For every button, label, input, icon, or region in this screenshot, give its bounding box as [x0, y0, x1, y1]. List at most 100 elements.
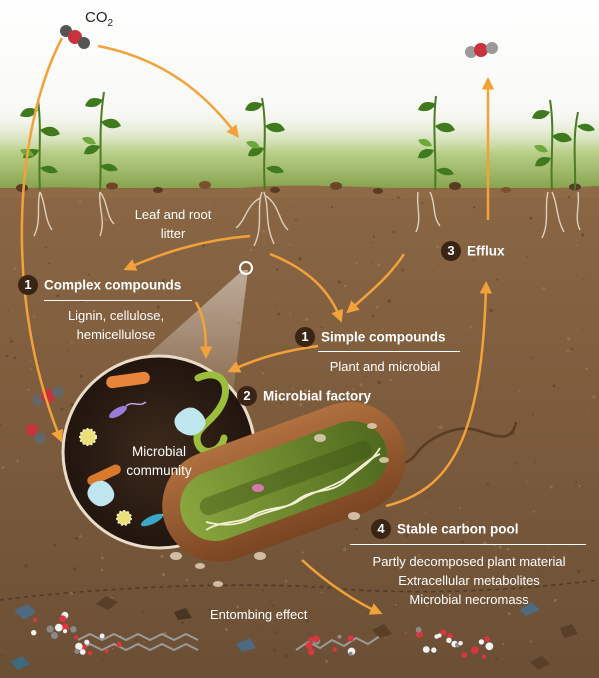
- soil-speck: [473, 206, 476, 209]
- atom: [305, 642, 313, 650]
- soil-speck: [469, 325, 473, 329]
- soil-speck: [541, 286, 546, 291]
- soil-speck: [359, 383, 363, 387]
- soil-speck: [236, 605, 240, 609]
- soil-speck: [552, 384, 556, 388]
- stable-line-3: Microbial necromass: [409, 592, 529, 607]
- soil-speck: [100, 556, 104, 560]
- soil-speck: [576, 569, 581, 574]
- atom: [422, 646, 430, 653]
- soil-speck: [575, 481, 577, 484]
- microbial-factory-title: Microbial factory: [263, 388, 372, 404]
- litter-leaves: [16, 181, 581, 194]
- soil-speck: [575, 244, 578, 247]
- soil-speck: [566, 337, 571, 341]
- soil-speck: [256, 226, 259, 229]
- soil-speck: [161, 646, 165, 649]
- soil-speck: [343, 547, 347, 552]
- soil-speck: [280, 402, 283, 405]
- atom: [31, 630, 37, 636]
- soil-speck: [394, 603, 397, 606]
- soil-speck: [543, 549, 546, 551]
- soil-speck: [202, 243, 206, 247]
- cell-icon: [87, 480, 115, 507]
- soil-speck: [41, 299, 44, 301]
- soil-speck: [16, 459, 20, 463]
- atom: [431, 647, 437, 653]
- step-number: 1: [295, 327, 315, 347]
- soil-speck: [502, 643, 505, 646]
- soil-speck: [508, 209, 510, 212]
- atom: [74, 648, 80, 654]
- atom: [308, 648, 315, 656]
- soil-speck: [334, 333, 338, 337]
- soil-speck: [364, 375, 367, 378]
- soil-speck: [489, 308, 494, 313]
- step-number: 3: [441, 241, 461, 261]
- step-number: 2: [237, 386, 257, 406]
- soil-speck: [531, 413, 534, 416]
- soil-speck: [48, 262, 50, 265]
- atom: [312, 635, 320, 643]
- soil-speck: [0, 423, 2, 427]
- soil-speck: [584, 367, 588, 371]
- soil-debris: [10, 596, 578, 670]
- bacterium-icon: [162, 402, 518, 587]
- deep-soil-boundary: [0, 579, 599, 601]
- bacterium-icon: [87, 464, 121, 486]
- soil-speck: [299, 403, 303, 407]
- soil-speck: [185, 578, 189, 582]
- simple-divider: [318, 351, 460, 352]
- arrow-roots-to-simple: [269, 252, 344, 323]
- magnifier-origin: [239, 261, 253, 275]
- soil-speck: [261, 588, 265, 592]
- community-line-2: community: [126, 463, 192, 478]
- atom: [104, 648, 109, 654]
- soil-speck: [160, 554, 164, 558]
- soil-speck: [376, 369, 379, 372]
- atom: [485, 642, 494, 651]
- soil-speck: [393, 605, 395, 608]
- soil-speck: [480, 389, 482, 391]
- atom: [337, 634, 342, 639]
- stable-carbon-pool-detail: Partly decomposed plant material Extrace…: [343, 552, 595, 609]
- arrow-simple-to-factory: [227, 344, 319, 373]
- co2-molecule-icon: [60, 25, 90, 49]
- soil-speck: [568, 195, 570, 198]
- soil-speck: [428, 495, 431, 498]
- soil-speck: [404, 631, 407, 634]
- soil-speck: [549, 485, 553, 489]
- arrow-co2-to-community: [20, 37, 64, 443]
- atom: [308, 637, 313, 642]
- soil-speck: [181, 621, 185, 624]
- soil-speck: [32, 315, 36, 318]
- soil-speck: [284, 580, 288, 583]
- soil-speck: [24, 564, 28, 568]
- atom: [116, 641, 122, 648]
- soil-speck: [587, 412, 589, 414]
- soil-speck: [305, 619, 310, 624]
- soil-speck: [377, 263, 381, 267]
- cell-icon: [174, 407, 206, 436]
- arrow-litter-to-complex: [123, 234, 251, 271]
- soil-speck: [249, 200, 252, 203]
- soil-speck: [0, 654, 4, 658]
- soil-speck: [355, 261, 359, 265]
- community-line-1: Microbial: [131, 444, 186, 459]
- atom: [478, 639, 485, 645]
- arrow-co2-to-plant: [97, 44, 240, 138]
- arrow-entombing: [301, 559, 383, 615]
- soil-speck: [494, 657, 498, 661]
- soil-speck: [291, 387, 294, 390]
- soil-speck: [73, 567, 77, 571]
- soil-speck: [147, 549, 149, 552]
- soil-speck: [320, 326, 323, 329]
- soil-speck: [580, 233, 585, 237]
- soil-speck: [372, 235, 375, 238]
- soil-speck: [389, 378, 393, 382]
- soil-speck: [272, 604, 275, 608]
- soil-speck: [41, 271, 43, 273]
- soil-speck: [289, 312, 292, 315]
